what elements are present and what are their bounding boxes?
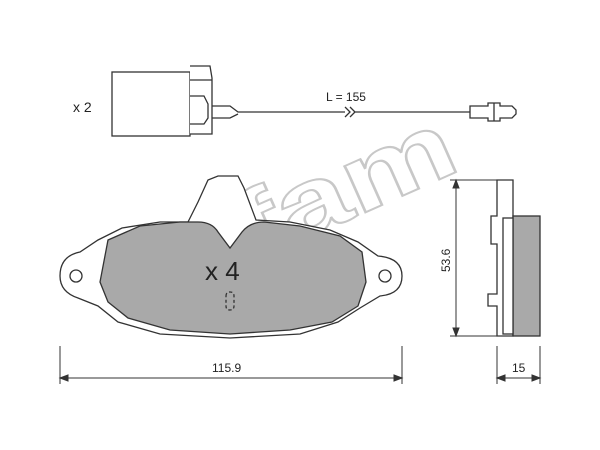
thickness-arrow-left <box>495 374 506 382</box>
side-friction-material <box>512 215 541 337</box>
wear-sensor <box>111 65 517 137</box>
width-dimension <box>58 346 404 384</box>
pad-quantity-label: x 4 <box>205 256 240 286</box>
right-mounting-hole <box>378 269 392 283</box>
sensor-connector-tab <box>190 95 209 125</box>
side-shim <box>502 217 514 335</box>
sensor-plug <box>469 102 517 122</box>
sensor-length-label: L = 155 <box>326 90 366 104</box>
thickness-arrow-right <box>531 374 542 382</box>
height-arrow-top <box>452 178 460 189</box>
height-dimension-label: 53.6 <box>439 248 453 272</box>
width-arrow-left <box>58 374 69 382</box>
wear-indicator-slot <box>225 291 235 311</box>
brake-pad-side-view <box>487 179 541 337</box>
width-arrow-right <box>393 374 404 382</box>
left-mounting-hole <box>69 269 83 283</box>
width-dimension-label: 115.9 <box>212 361 241 375</box>
friction-material <box>99 221 367 335</box>
thickness-dimension <box>495 346 542 384</box>
sensor-connector-body <box>111 71 191 137</box>
thickness-dimension-label: 15 <box>512 361 526 375</box>
brake-pad-front-view <box>59 175 403 339</box>
sensor-quantity-label: x 2 <box>73 99 92 115</box>
height-arrow-bottom <box>452 327 460 338</box>
sensor-wire <box>212 105 470 119</box>
sensor-connector-latch <box>190 65 213 135</box>
height-dimension <box>450 178 497 338</box>
